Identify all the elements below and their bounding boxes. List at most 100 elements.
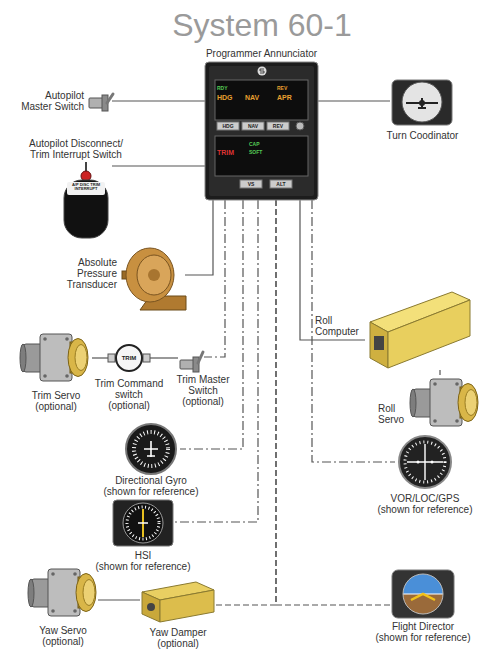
vor-indicator-art	[405, 442, 445, 482]
programmer-annunciator-art	[270, 180, 292, 188]
device-caption: Trim Master Switch(optional)	[168, 374, 238, 407]
panel-legend: VS	[240, 182, 262, 188]
caption-text: Trim Master Switch	[168, 374, 238, 396]
wire-connector	[439, 370, 440, 375]
turn-coordinator-art	[392, 80, 452, 125]
caption-text: (shown for reference)	[83, 561, 203, 572]
panel-legend: CAP	[249, 142, 279, 148]
device-node: Roll Servo	[410, 375, 470, 430]
device-caption: VOR/LOC/GPS(shown for reference)	[365, 493, 485, 515]
roll-computer-art	[370, 322, 388, 368]
device-caption: HSI(shown for reference)	[83, 550, 203, 572]
caption-text: (shown for reference)	[91, 486, 211, 497]
device-caption: Yaw Servo(optional)	[23, 625, 103, 647]
caption-text: Yaw Servo	[23, 625, 103, 636]
servo-art	[20, 334, 88, 381]
caption-text: Roll Servo	[378, 403, 408, 425]
hsi-art	[113, 500, 173, 546]
wire-connector	[98, 599, 140, 600]
panel-legend: TRIM	[108, 355, 150, 362]
programmer-annunciator-art	[205, 62, 318, 200]
caption-text: Trim Servo	[11, 390, 101, 401]
caption-text: HSI	[83, 550, 203, 561]
vor-indicator-art	[417, 461, 420, 464]
device-caption: Trim Servo(optional)	[11, 390, 101, 412]
hsi-art	[127, 507, 159, 539]
panel-legend: ALT	[270, 182, 292, 188]
wire-connector	[276, 200, 392, 605]
wire-connector	[112, 165, 205, 166]
hsi-art	[138, 522, 148, 524]
directional-gyro-art	[134, 432, 168, 466]
programmer-annunciator-art	[240, 180, 262, 188]
flight-director-art	[392, 570, 454, 618]
turn-coordinator-art	[402, 82, 442, 122]
caption-text: (optional)	[84, 400, 174, 411]
device-node: Flight Director(shown for reference)	[392, 570, 454, 618]
trim-command-switch-art	[143, 354, 150, 362]
wire-connector	[204, 200, 225, 357]
programmer-annunciator-art	[215, 136, 308, 176]
device-caption: Directional Gyro(shown for reference)	[91, 475, 211, 497]
diagram-title: System 60-1	[100, 6, 424, 44]
directional-gyro-art	[144, 441, 158, 457]
pressure-transducer-art	[122, 248, 186, 310]
turn-coordinator-art	[419, 100, 425, 106]
trim-master-switch-art	[180, 360, 194, 369]
device-caption: Programmer Annunciator	[175, 48, 348, 59]
device-caption: Roll Computer	[315, 315, 363, 337]
device-node: Directional Gyro(shown for reference)	[122, 424, 180, 474]
trim-command-switch-art	[108, 345, 150, 371]
directional-gyro-art	[126, 424, 176, 474]
panel-legend: HDG	[217, 124, 239, 130]
disconnect-switch-art	[64, 180, 108, 238]
device-node: Trim Servo(optional)	[20, 330, 92, 385]
pressure-transducer-art	[126, 248, 174, 302]
roll-computer-art	[374, 336, 384, 350]
toggle-switch-art	[107, 94, 113, 103]
directional-gyro-art	[126, 424, 176, 474]
device-node: VOR/LOC/GPS(shown for reference)	[395, 435, 455, 490]
toggle-switch-art	[89, 98, 103, 108]
device-node: TRIMTrim Command switch(optional)	[108, 344, 150, 372]
caption-text: (optional)	[11, 401, 101, 412]
disconnect-switch-art	[64, 162, 108, 238]
panel-legend: NAV	[242, 124, 264, 130]
panel-legend: HDG	[217, 94, 241, 102]
panel-legend: A/P DISC TRIM INTERRUPT	[68, 183, 104, 192]
programmer-annunciator-art	[242, 122, 264, 130]
flight-director-art	[411, 594, 435, 600]
wire-connector	[150, 357, 178, 358]
disconnect-switch-art	[67, 182, 105, 195]
caption-text: (optional)	[138, 638, 218, 649]
device-node: Absolute Pressure Transducer	[120, 245, 185, 310]
trim-master-switch-art	[198, 352, 203, 363]
device-caption: Autopilot Master Switch	[16, 90, 84, 112]
programmer-annunciator-art	[260, 69, 264, 73]
servo-art	[28, 569, 96, 616]
yaw-damper-art	[147, 603, 155, 611]
wire-connector	[300, 200, 365, 340]
wire-connector	[112, 100, 205, 101]
device-caption: Trim Command switch(optional)	[84, 378, 174, 411]
flight-director-art	[403, 594, 443, 614]
programmer-annunciator-art	[215, 80, 308, 120]
vor-indicator-art	[407, 444, 443, 480]
device-node: Yaw Servo(optional)	[28, 565, 98, 620]
wire-connector	[180, 200, 243, 449]
device-node: A/P DISC TRIM INTERRUPTAutopilot Disconn…	[60, 162, 112, 240]
wire-connector	[185, 200, 213, 275]
panel-legend: REV	[267, 124, 289, 130]
panel-legend: TRIM	[217, 149, 247, 157]
wire-connector	[92, 357, 108, 358]
caption-text: VOR/LOC/GPS	[365, 493, 485, 504]
flight-director-art	[392, 570, 454, 618]
programmer-annunciator-art	[258, 67, 267, 76]
device-caption: Roll Servo	[378, 403, 408, 425]
vor-indicator-art	[431, 461, 434, 464]
servo-art	[410, 379, 478, 426]
wire-connector	[173, 200, 258, 522]
pressure-transducer-art	[137, 255, 171, 295]
caption-text: (optional)	[168, 396, 238, 407]
